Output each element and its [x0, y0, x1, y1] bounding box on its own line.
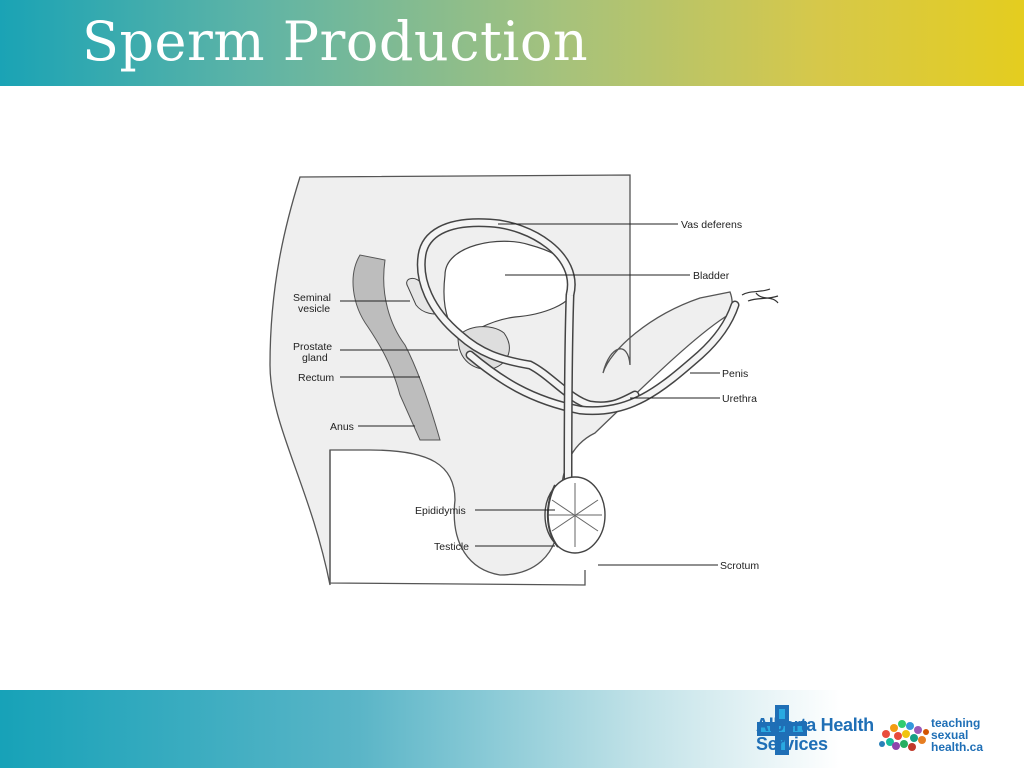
epididymis-shape: [546, 484, 559, 548]
male-reproductive-diagram: Vas deferens Bladder Seminal vesicle Pro…: [269, 174, 779, 586]
leader-lines: [340, 223, 720, 566]
slide-header-bar: Sperm Production: [0, 0, 1024, 86]
tsh-wordmark: teaching sexual health.ca: [931, 717, 983, 753]
label-seminal: Seminal: [293, 292, 331, 304]
slide-footer-bar: [0, 690, 1024, 768]
label-prostate: Prostate: [293, 341, 332, 353]
ahs-line-1: Alberta Health: [756, 715, 874, 735]
label-vas-deferens: Vas deferens: [681, 219, 742, 231]
sperm-cells: [741, 288, 779, 304]
teaching-sexual-health-logo: [879, 720, 929, 751]
ahs-line-2: Services: [756, 734, 828, 754]
leg-outline: [329, 450, 586, 586]
slide-title: Sperm Production: [82, 10, 589, 73]
label-vesicle: vesicle: [298, 303, 330, 315]
label-urethra: Urethra: [722, 393, 757, 405]
label-scrotum: Scrotum: [720, 560, 759, 572]
label-rectum: Rectum: [298, 372, 334, 384]
testicle-lobules: [548, 483, 602, 547]
tsh-line-2: sexual: [931, 728, 969, 742]
tsh-line-1: teaching: [931, 716, 981, 730]
alberta-health-services-logo: [757, 705, 807, 755]
ahs-wordmark: Alberta Health Services: [756, 716, 874, 754]
tsh-line-3: health.ca: [931, 740, 984, 754]
label-testicle: Testicle: [434, 541, 469, 553]
label-penis: Penis: [722, 368, 748, 380]
label-gland: gland: [302, 352, 328, 364]
label-anus: Anus: [330, 421, 354, 433]
label-epididymis: Epididymis: [415, 505, 466, 517]
label-bladder: Bladder: [693, 270, 730, 282]
